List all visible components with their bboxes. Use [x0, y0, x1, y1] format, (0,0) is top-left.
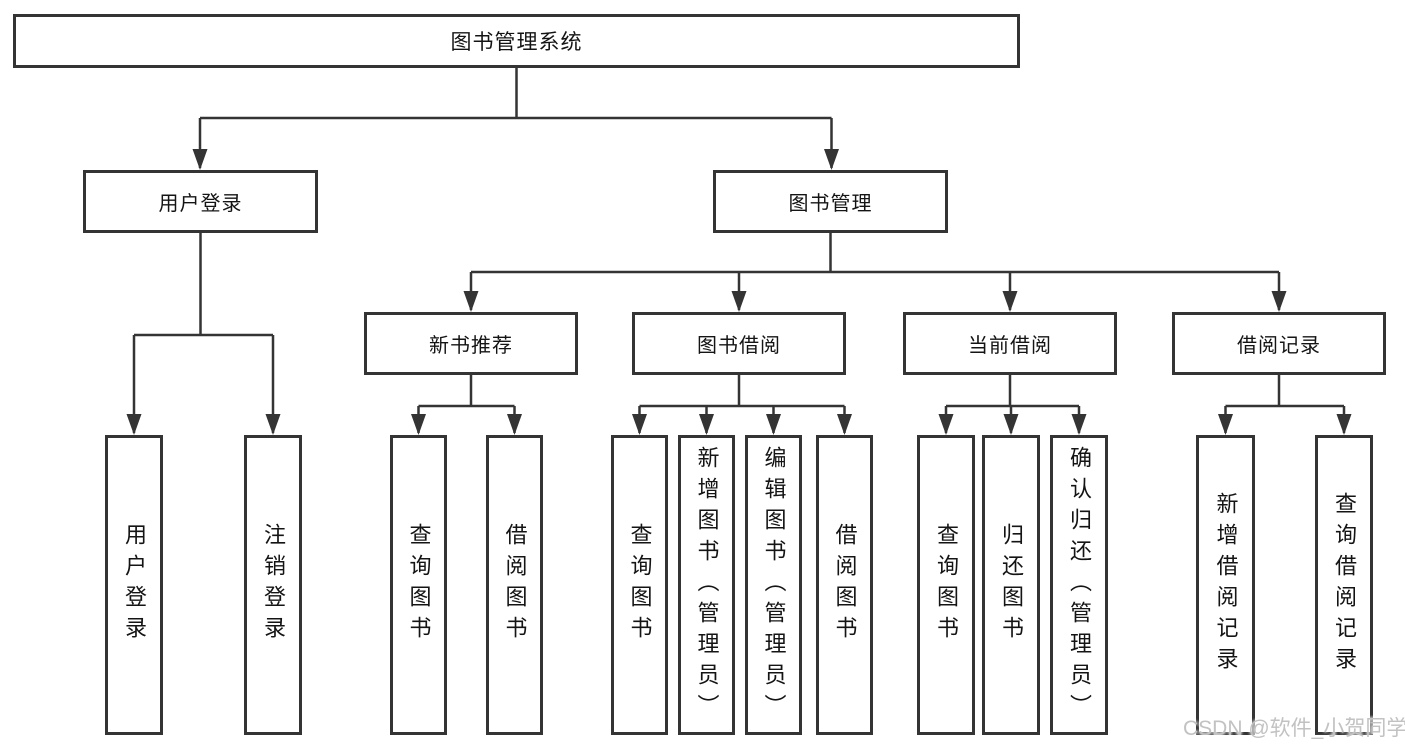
node-label: 查询借阅记录: [1332, 492, 1357, 678]
leaf-add-book-admin: 新增图书（管理员）: [678, 435, 735, 735]
leaf-query-books-current: 查询图书: [917, 435, 975, 735]
leaf-borrow-books-borrowing: 借阅图书: [816, 435, 873, 735]
node-label: 用户登录: [158, 193, 243, 215]
node-borrowing-records: 借阅记录: [1172, 312, 1386, 375]
node-label: 新增借阅记录: [1213, 492, 1239, 678]
node-library-management-system: 图书管理系统: [13, 14, 1020, 68]
node-label: 查询图书: [627, 523, 653, 647]
node-label: 注销登录: [261, 523, 286, 647]
node-label: 编辑图书（管理员）: [761, 445, 787, 725]
connector-paths: [132, 68, 1346, 433]
node-label: 新书推荐: [429, 335, 513, 357]
node-label: 图书借阅: [697, 335, 781, 357]
node-label: 用户登录: [122, 523, 147, 647]
node-user-login: 用户登录: [83, 170, 318, 233]
node-label: 新增图书（管理员）: [694, 445, 720, 725]
leaf-return-books: 归还图书: [982, 435, 1040, 735]
arrowheads: [126, 149, 1352, 435]
node-label: 当前借阅: [968, 335, 1052, 357]
node-label: 借阅图书: [832, 523, 858, 647]
leaf-logout: 注销登录: [244, 435, 302, 735]
leaf-borrow-books-recommend: 借阅图书: [486, 435, 543, 735]
leaf-add-borrow-record: 新增借阅记录: [1196, 435, 1255, 735]
leaf-user-login: 用户登录: [105, 435, 163, 735]
leaf-confirm-return-admin: 确认归还（管理员）: [1050, 435, 1108, 735]
node-current-borrowing: 当前借阅: [903, 312, 1117, 375]
node-label: 借阅图书: [502, 523, 528, 647]
leaf-query-borrow-record: 查询借阅记录: [1315, 435, 1373, 735]
node-label: 图书管理: [788, 193, 873, 215]
leaf-query-books-borrowing: 查询图书: [611, 435, 668, 735]
node-new-book-recommend: 新书推荐: [364, 312, 578, 375]
leaf-edit-book-admin: 编辑图书（管理员）: [745, 435, 802, 735]
node-book-borrowing: 图书借阅: [632, 312, 846, 375]
node-label: 查询图书: [934, 523, 959, 647]
node-label: 借阅记录: [1237, 335, 1321, 357]
node-label: 图书管理系统: [450, 31, 583, 54]
node-label: 归还图书: [999, 523, 1024, 647]
node-book-management: 图书管理: [713, 170, 948, 233]
leaf-query-books-recommend: 查询图书: [390, 435, 447, 735]
watermark: CSDN @软件_小贺同学: [1183, 717, 1405, 740]
node-label: 确认归还（管理员）: [1067, 445, 1092, 725]
node-label: 查询图书: [406, 523, 432, 647]
